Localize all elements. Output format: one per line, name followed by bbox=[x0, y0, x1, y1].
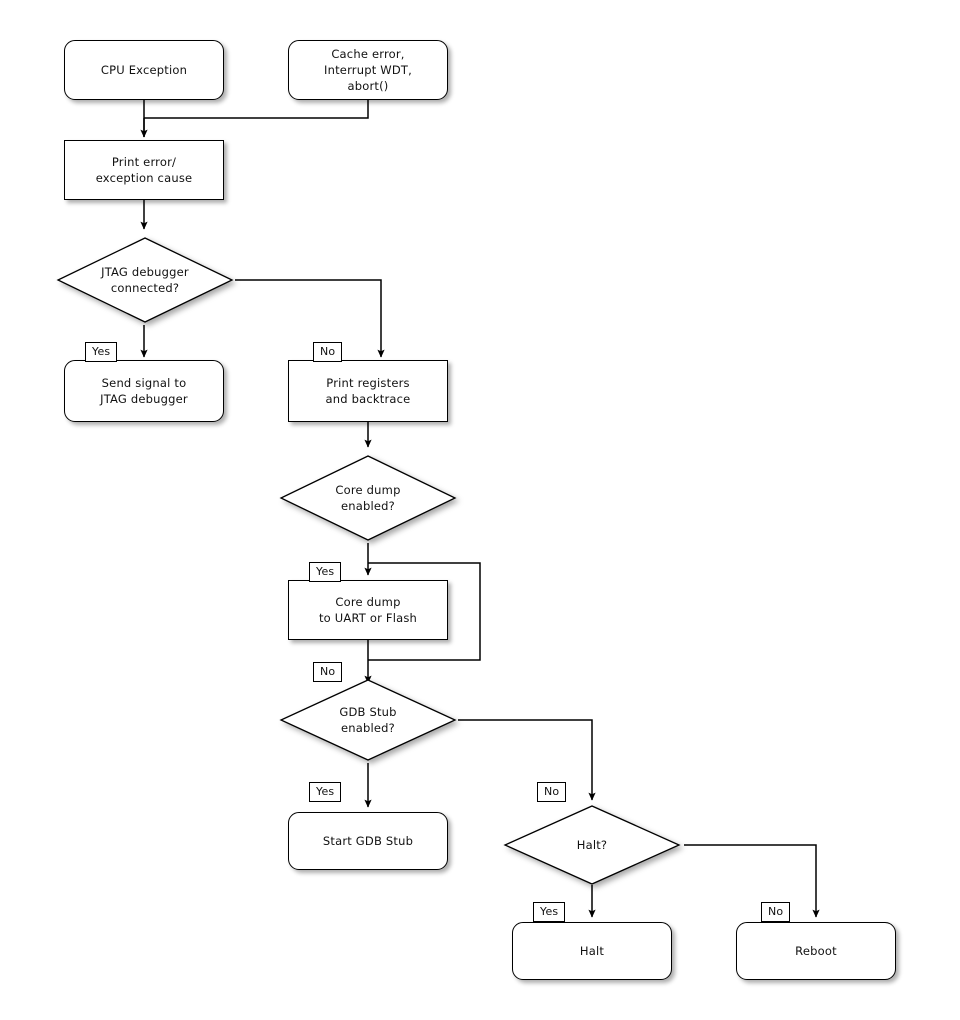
edge-label-gdbstub-no: No bbox=[537, 782, 567, 802]
node-cache-error-label: Cache error, Interrupt WDT, abort() bbox=[324, 46, 412, 94]
diamond-shape-coredump bbox=[279, 455, 457, 541]
node-halt-label: Halt bbox=[579, 943, 605, 958]
node-send-signal-jtag[interactable]: Send signal to JTAG debugger bbox=[64, 360, 224, 422]
node-cache-error[interactable]: Cache error, Interrupt WDT, abort() bbox=[288, 40, 448, 100]
decision-gdb-stub-enabled[interactable]: GDB Stub enabled? bbox=[278, 677, 458, 763]
edge-label-gdbstub-yes: Yes bbox=[309, 782, 342, 802]
node-print-error[interactable]: Print error/ exception cause bbox=[64, 140, 224, 200]
node-core-dump-write-label: Core dump to UART or Flash bbox=[318, 594, 418, 625]
decision-halt[interactable]: Halt? bbox=[502, 803, 682, 887]
node-cpu-exception[interactable]: CPU Exception bbox=[64, 40, 224, 100]
node-print-error-label: Print error/ exception cause bbox=[95, 154, 193, 185]
node-start-gdb-stub-label: Start GDB Stub bbox=[322, 833, 414, 848]
edge-label-halt-yes: Yes bbox=[533, 902, 566, 922]
node-reboot[interactable]: Reboot bbox=[736, 922, 896, 980]
diamond-shape-gdbstub bbox=[279, 679, 457, 761]
edge-cache-error-merge bbox=[144, 100, 369, 119]
node-print-registers[interactable]: Print registers and backtrace bbox=[288, 360, 448, 422]
edge-label-coredump-no: No bbox=[313, 662, 343, 682]
node-cpu-exception-label: CPU Exception bbox=[100, 62, 188, 77]
node-print-registers-label: Print registers and backtrace bbox=[325, 375, 411, 406]
edge-label-jtag-yes: Yes bbox=[85, 342, 118, 362]
edge-coredump-no-bypass bbox=[368, 562, 481, 661]
decision-jtag-debugger-connected[interactable]: JTAG debugger connected? bbox=[55, 235, 235, 325]
node-send-signal-jtag-label: Send signal to JTAG debugger bbox=[100, 375, 188, 406]
node-halt[interactable]: Halt bbox=[512, 922, 672, 980]
edge-label-coredump-yes: Yes bbox=[309, 562, 342, 582]
edge-halt-no-to-reboot bbox=[684, 844, 820, 918]
edge-gdbstub-no-to-halt-decision bbox=[458, 719, 596, 801]
diamond-shape-jtag bbox=[56, 237, 234, 323]
node-core-dump-write[interactable]: Core dump to UART or Flash bbox=[288, 580, 448, 640]
diamond-shape-halt bbox=[503, 805, 681, 885]
decision-core-dump-enabled[interactable]: Core dump enabled? bbox=[278, 453, 458, 543]
node-start-gdb-stub[interactable]: Start GDB Stub bbox=[288, 812, 448, 870]
edge-label-jtag-no: No bbox=[313, 342, 343, 362]
edge-jtag-no-to-print-registers bbox=[235, 279, 385, 358]
edge-label-halt-no: No bbox=[761, 902, 791, 922]
node-reboot-label: Reboot bbox=[795, 943, 837, 958]
